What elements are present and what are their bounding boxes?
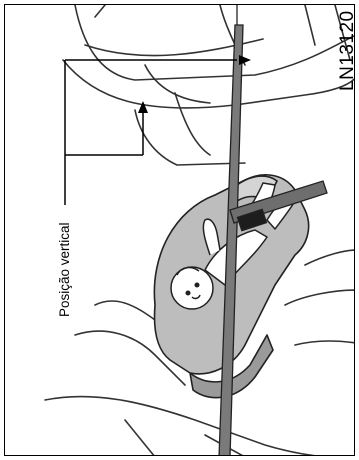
figure-code: LN13120 [337,10,355,91]
illustration-frame: LN13120 Posição vertical [4,4,355,456]
vehicle-seat-outline-bottom [45,397,325,456]
vehicle-seat-outline-top [75,5,355,80]
arrow-head-up [138,101,148,113]
callout-bracket [65,60,237,205]
callout-label: Posição vertical [57,222,72,317]
